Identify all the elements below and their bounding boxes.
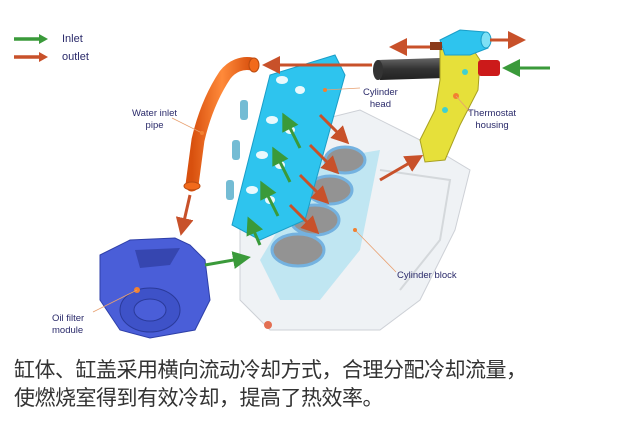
oil-filter-module: [99, 237, 211, 339]
engine-cooling-diagram: [92, 29, 550, 339]
label-cylinder-head: Cylinder head: [363, 87, 398, 111]
legend-label-outlet: outlet: [62, 51, 89, 63]
inlet-arrows: [204, 59, 550, 269]
engine-illustration: [92, 29, 550, 339]
label-line: housing: [475, 120, 509, 131]
caption-line-1: 缸体、缸盖采用横向流动冷却方式，合理分配冷却流量，: [14, 358, 527, 382]
legend: Inlet outlet: [14, 30, 89, 66]
label-cylinder-block: Cylinder block: [397, 270, 457, 282]
leader-lines: [92, 87, 471, 313]
label-oil-filter-module: Oil filter module: [52, 313, 84, 337]
water-inlet-pipe: [185, 57, 259, 192]
cylinder-head: [226, 54, 346, 241]
label-line: Water inlet: [132, 108, 178, 119]
label-line: module: [52, 325, 84, 336]
label-line: head: [369, 99, 391, 110]
black-hose: [378, 58, 445, 80]
outlet-arrows: [175, 31, 526, 236]
green-arrow-icon: [14, 34, 48, 44]
red-fitting: [478, 60, 500, 76]
label-line: Thermostat: [468, 108, 517, 119]
caption: 缸体、缸盖采用横向流动冷却方式，合理分配冷却流量， 使燃烧室得到有效冷却，提高了…: [14, 356, 614, 412]
label-thermostat-housing: Thermostat housing: [468, 108, 516, 132]
caption-line-2: 使燃烧室得到有效冷却，提高了热效率。: [14, 386, 384, 410]
label-line: Oil filter: [52, 313, 85, 324]
label-water-inlet-pipe: Water inlet pipe: [132, 108, 177, 132]
legend-item-outlet: outlet: [14, 48, 89, 66]
label-line: Cylinder block: [397, 270, 457, 281]
label-line: pipe: [145, 120, 164, 131]
orange-arrow-icon: [14, 52, 48, 62]
legend-item-inlet: Inlet: [14, 30, 89, 48]
legend-label-inlet: Inlet: [62, 33, 83, 45]
label-line: Cylinder: [363, 87, 398, 98]
thermostat-cap: [430, 29, 492, 56]
